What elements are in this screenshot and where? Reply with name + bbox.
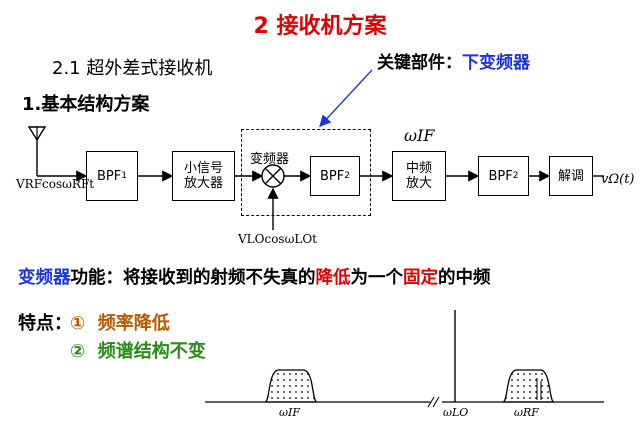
func-p5: 固定 [403,268,438,288]
demod-block: 解调 [549,156,593,196]
bpf2a-sub: 2 [344,170,351,181]
key-component-note: 关键部件：下变频器 [377,48,530,73]
mixer-symbol [261,164,285,188]
feature-1-num: ① [70,313,86,334]
antenna-icon [27,126,47,176]
lo-signal-label: VLOcosωLOt [238,232,317,246]
if-amp-line1: 中频 [405,161,432,176]
section-heading: 2.1 超外差式接收机 [52,58,213,79]
features-label: 特点： [18,313,72,334]
spectrum-if-label: ωIF [279,406,300,419]
bpf2b-sub: 2 [512,170,519,181]
spectrum-lo-label: ωLO [443,406,469,419]
small-signal-amp-block: 小信号 放大器 [172,151,235,201]
key-component-value: 下变频器 [462,53,530,73]
bpf1-text: BPF [96,168,122,184]
bpf2a-text: BPF [319,168,345,184]
feature-2-num: ② [70,341,86,362]
func-p4: 为一个 [350,268,404,288]
omega-if-label: ωIF [404,126,435,145]
output-signal-label: vΩ(t) [601,172,635,187]
key-component-label: 关键部件： [377,53,462,73]
func-p1: 变频器 [18,268,71,288]
feature-1-text: 频率降低 [97,313,170,334]
lna-line1: 小信号 [183,161,223,176]
subsection-heading: 1.基本结构方案 [22,94,150,115]
bpf2b-text: BPF [488,168,513,184]
mixer-dashed-region [241,129,371,216]
lna-line2: 放大器 [183,176,223,191]
input-signal-label: VRFcosωRFt [16,177,95,191]
feature-2-text: 频谱结构不变 [97,341,206,362]
feature-item-2: ② 频谱结构不变 [70,337,206,363]
bpf1-sub: 1 [121,170,128,181]
key-component-pointer [319,69,373,127]
function-description: 变频器功能：将接收到的射频不失真的降低为一个固定的中频 [18,264,491,289]
feature-item-1: ① 频率降低 [70,309,170,335]
func-p3: 降低 [315,268,351,288]
spectrum-plot [205,310,604,408]
page-title: 2 接收机方案 [253,14,387,39]
if-amp-block: 中频 放大 [392,151,446,201]
if-amp-line2: 放大 [405,176,432,191]
func-p6: 的中频 [438,268,491,288]
spectrum-rf-label: ωRF [514,406,539,419]
mixer-label: 变频器 [250,152,290,167]
func-p2: 功能：将接收到的射频不失真的 [70,268,316,288]
